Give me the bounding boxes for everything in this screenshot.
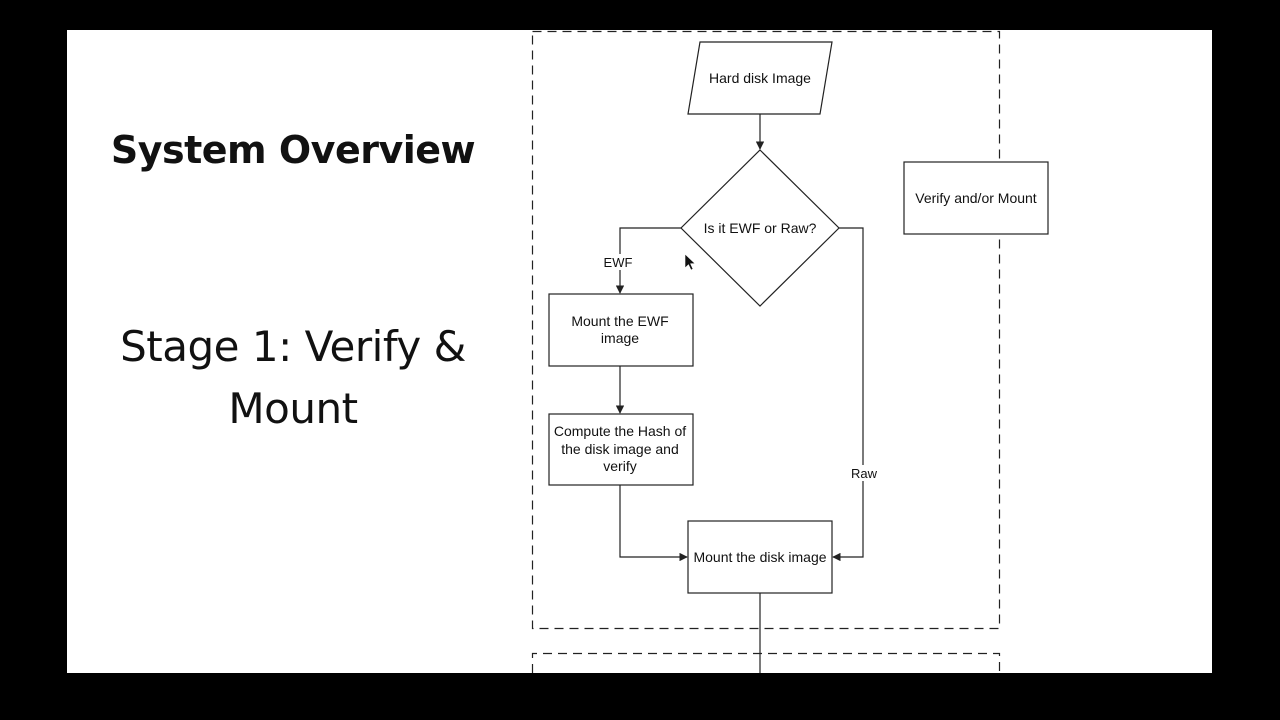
node-compute-hash-line-1: Compute the Hash of <box>554 423 686 439</box>
node-mount-ewf-line-1: Mount the EWF <box>571 313 668 329</box>
slide-subtitle: Stage 1: Verify & Mount <box>67 316 519 440</box>
node-mount-disk-label: Mount the disk image <box>693 549 826 565</box>
node-compute-hash-line-3: verify <box>603 458 636 474</box>
node-mount-disk: Mount the disk image <box>687 520 833 594</box>
edge-raw <box>832 227 864 562</box>
node-compute-hash: Compute the Hash of the disk image and v… <box>548 413 694 486</box>
edge-raw-label-bg <box>847 465 881 481</box>
edge-ewf <box>615 227 681 294</box>
edge-ewf-label-bg <box>599 254 635 270</box>
node-compute-hash-line-2: the disk image and <box>561 441 679 457</box>
mouse-cursor-icon <box>684 253 696 271</box>
stage-2-boundary <box>531 652 1001 673</box>
edge-hash-to-mount-disk <box>619 485 688 562</box>
node-hard-disk-image: Hard disk Image <box>687 41 833 115</box>
flowchart: Hard disk Image Is it EWF or Raw? Mount … <box>531 30 1049 673</box>
node-mount-ewf: Mount the EWF image <box>548 293 694 367</box>
stage-label-box: Verify and/or Mount <box>903 161 1049 235</box>
stage-1-boundary <box>531 30 1001 630</box>
edge-raw-label: Raw <box>851 466 878 481</box>
slide: System Overview Stage 1: Verify & Mount … <box>67 30 1212 673</box>
subtitle-line-1: Stage 1: Verify & <box>120 322 466 371</box>
node-hard-disk-image-label: Hard disk Image <box>709 70 811 86</box>
slide-title: System Overview <box>110 128 476 172</box>
edge-ewf-label: EWF <box>604 255 633 270</box>
node-decision-label: Is it EWF or Raw? <box>704 220 817 236</box>
node-mount-ewf-line-2: image <box>601 330 639 346</box>
node-decision: Is it EWF or Raw? <box>680 149 840 307</box>
subtitle-line-2: Mount <box>228 384 358 433</box>
stage-label-text: Verify and/or Mount <box>915 190 1037 206</box>
